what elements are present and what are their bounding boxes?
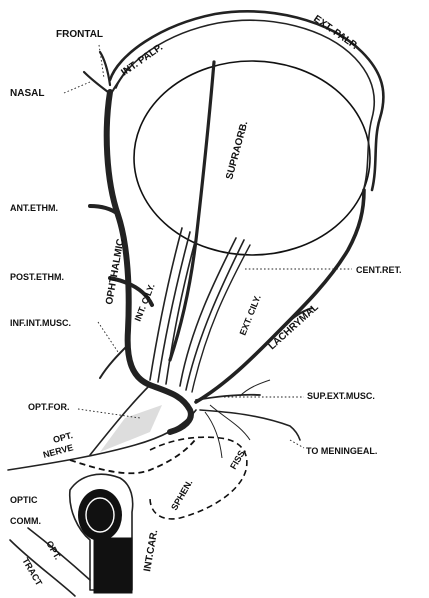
label-ext-cily: EXT. CILY.: [238, 293, 263, 336]
label-opt-tract-1: OPT.: [44, 539, 63, 561]
sphenoidal-fissure-outline: [150, 437, 247, 519]
eyeball: [134, 61, 370, 255]
label-cent-ret: CENT.RET.: [356, 265, 402, 275]
internal-carotid-section: [78, 489, 122, 541]
optic-nerve: [8, 385, 196, 470]
label-to-meningeal: TO MENINGEAL.: [306, 446, 377, 456]
label-post-ethm: POST.ETHM.: [10, 272, 64, 282]
inferior-internal-muscular-branch: [100, 345, 128, 378]
external-ciliary-artery-2: [186, 240, 244, 390]
label-inf-int-musc: INF.INT.MUSC.: [10, 318, 71, 328]
external-ciliary-artery-1: [180, 238, 236, 386]
label-int-car: INT.CAR.: [142, 529, 160, 573]
label-opt-tract-2: TRACT: [20, 556, 44, 588]
frontal-branch: [100, 52, 110, 85]
label-comm: COMM.: [10, 516, 41, 526]
internal-ciliary-artery-1: [150, 228, 182, 380]
internal-carotid-artery: [94, 538, 132, 593]
label-ophthalmic: OPHTHALMIC: [104, 238, 126, 306]
label-sup-ext-musc: SUP.EXT.MUSC.: [307, 391, 375, 401]
label-lachrymal: LACHRYMAL: [267, 302, 321, 352]
label-ant-ethm: ANT.ETHM.: [10, 203, 58, 213]
label-ext-palp: EXT. PALP.: [311, 13, 360, 52]
label-nasal: NASAL: [10, 88, 44, 99]
label-int-palp: INT. PALP.: [119, 42, 165, 79]
label-sphen: SPHEN.: [169, 478, 194, 512]
label-optic: OPTIC: [10, 495, 38, 505]
label-opt-nerve-2: NERVE: [42, 442, 74, 460]
label-fiss: FISS.: [228, 447, 248, 471]
meningeal-branch: [200, 410, 300, 440]
optic-nerve-shade: [100, 405, 162, 452]
nasal-branch: [84, 72, 108, 92]
label-opt-for: OPT.FOR.: [28, 402, 70, 412]
label-frontal: FRONTAL: [56, 29, 103, 40]
